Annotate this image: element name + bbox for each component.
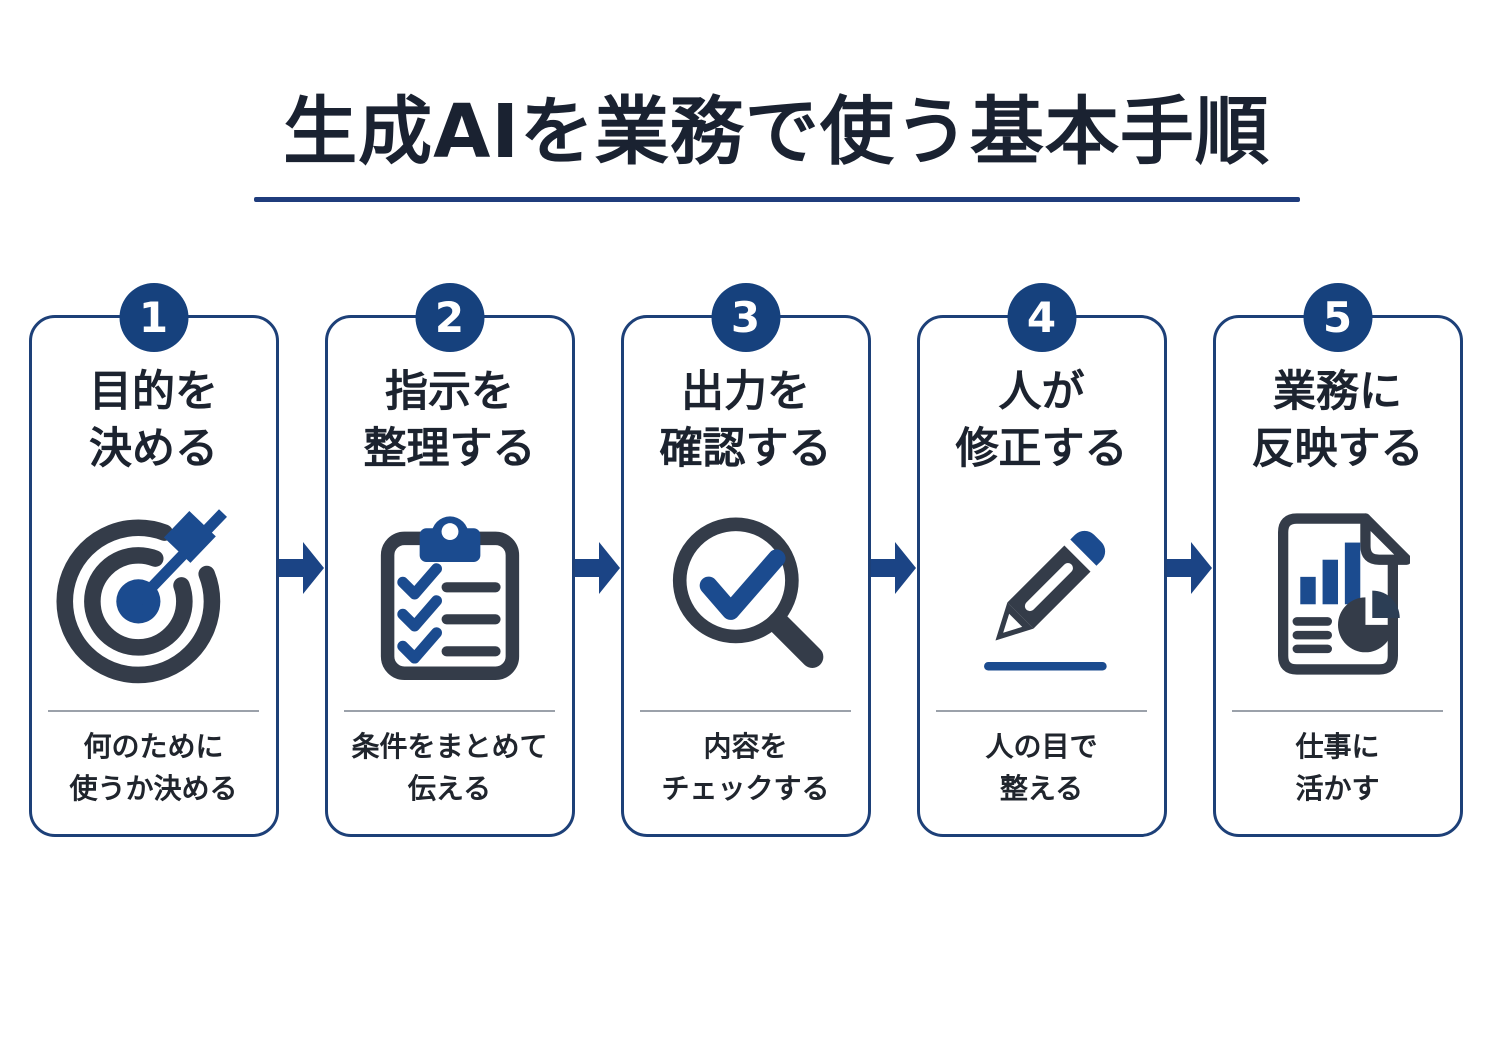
step-description-line: 仕事に xyxy=(1295,729,1380,763)
step-description-line: 人の目で xyxy=(985,729,1098,763)
step-description: 内容を チェックする xyxy=(624,726,868,810)
step-title: 人が 修正する xyxy=(920,364,1164,478)
step-description: 何のために 使うか決める xyxy=(32,726,276,810)
step-title-line: 目的を xyxy=(89,367,218,417)
step-number-badge: 4 xyxy=(1007,283,1076,352)
step-description-line: 内容を xyxy=(703,729,788,763)
step-title-line: 決める xyxy=(89,423,218,474)
step-title: 出力を 確認する xyxy=(624,364,868,478)
step-number: 1 xyxy=(138,292,169,342)
step-number-badge: 5 xyxy=(1303,283,1372,352)
step-title-line: 人が xyxy=(998,367,1085,417)
card-divider xyxy=(1232,709,1443,712)
page-title: 生成AIを業務で使う基本手順 xyxy=(283,89,1270,175)
step-title-line: 整理する xyxy=(363,423,536,474)
step-title-line: 確認する xyxy=(659,423,832,474)
flow-arrow-slot xyxy=(1166,315,1213,597)
step-description-line: 条件をまとめて xyxy=(351,729,548,763)
step-number-badge: 2 xyxy=(415,283,484,352)
title-underline xyxy=(253,197,1300,203)
step-description: 仕事に 活かす xyxy=(1216,726,1460,810)
step-title: 指示を 整理する xyxy=(328,364,572,478)
card-divider xyxy=(344,709,555,712)
flow-arrow-slot xyxy=(574,315,621,597)
step-title-line: 出力を xyxy=(681,367,810,417)
step-number-badge: 1 xyxy=(119,283,188,352)
report-document-icon xyxy=(1216,478,1460,710)
step-card-3: 3 出力を 確認する 内容を チェックする xyxy=(620,283,871,837)
step-title: 目的を 決める xyxy=(32,364,276,478)
step-number: 3 xyxy=(730,292,761,342)
step-title: 業務に 反映する xyxy=(1216,364,1460,478)
target-icon xyxy=(32,478,276,710)
step-description-line: 伝える xyxy=(407,771,492,805)
step-number: 5 xyxy=(1322,292,1353,342)
checklist-clipboard-icon xyxy=(328,478,572,710)
header: 生成AIを業務で使う基本手順 xyxy=(31,89,1491,203)
card-divider xyxy=(936,709,1147,712)
step-title-line: 業務に xyxy=(1273,367,1402,417)
step-card-4: 4 人が 修正する 人 xyxy=(916,283,1167,837)
right-flow-arrow-icon xyxy=(1166,542,1212,594)
right-flow-arrow-icon xyxy=(278,542,324,594)
step-description-line: 使うか決める xyxy=(69,771,238,805)
step-title-line: 反映する xyxy=(1251,423,1424,474)
step-card-2: 2 指示を 整理する xyxy=(324,283,575,837)
step-number: 4 xyxy=(1026,292,1057,342)
step-card-5: 5 業務に 反映する xyxy=(1212,283,1463,837)
step-description-line: チェックする xyxy=(661,771,830,805)
step-title-line: 修正する xyxy=(955,423,1128,474)
step-card-1: 1 目的を 決める 何のために 使うか決める xyxy=(28,283,279,837)
right-flow-arrow-icon xyxy=(574,542,620,594)
step-number-badge: 3 xyxy=(711,283,780,352)
card-divider xyxy=(48,709,259,712)
step-description: 人の目で 整える xyxy=(920,726,1164,810)
step-description-line: 活かす xyxy=(1295,771,1380,805)
step-number: 2 xyxy=(434,292,465,342)
step-description-line: 整える xyxy=(999,771,1084,805)
magnifier-check-icon xyxy=(624,478,868,710)
pencil-icon xyxy=(920,478,1164,710)
right-flow-arrow-icon xyxy=(870,542,916,594)
steps-row: 1 目的を 決める 何のために 使うか決める xyxy=(0,283,1491,837)
flow-arrow-slot xyxy=(278,315,325,597)
step-description-line: 何のために xyxy=(83,729,224,763)
flow-arrow-slot xyxy=(870,315,917,597)
step-title-line: 指示を xyxy=(385,367,514,417)
card-divider xyxy=(640,709,851,712)
step-description: 条件をまとめて 伝える xyxy=(328,726,572,810)
